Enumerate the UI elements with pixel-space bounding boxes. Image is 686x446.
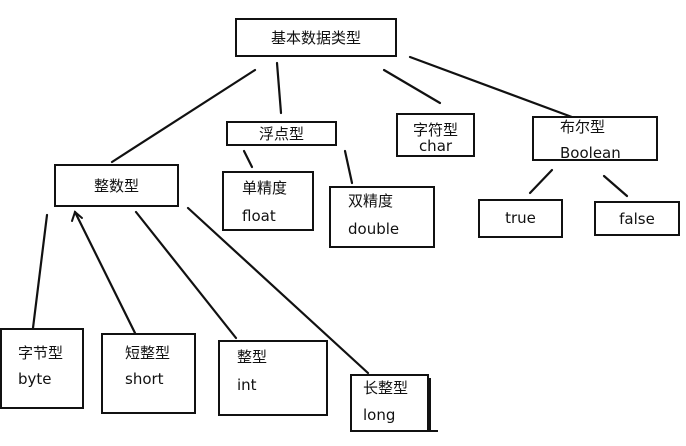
boolean-en: Boolean bbox=[560, 144, 621, 162]
long-zh: 长整型 bbox=[363, 379, 409, 397]
boolean-node: 布尔型 Boolean bbox=[532, 116, 658, 162]
edge-boolean-false bbox=[602, 174, 629, 198]
integer-label: 整数型 bbox=[93, 177, 139, 195]
integer-node: 整数型 bbox=[54, 164, 179, 207]
byte-en: byte bbox=[18, 370, 52, 388]
floating-node: 浮点型 bbox=[226, 121, 337, 146]
short-node: 短整型 short bbox=[101, 333, 196, 414]
edge-integer-long bbox=[186, 206, 370, 375]
short-en: short bbox=[125, 370, 164, 388]
boolean-zh: 布尔型 bbox=[560, 118, 606, 136]
arrow-head-icon bbox=[71, 210, 83, 222]
edge-integer-int bbox=[134, 210, 238, 340]
edge-root-boolean bbox=[408, 55, 582, 122]
character-node: 字符型 char bbox=[396, 113, 475, 157]
edge-floating-double bbox=[343, 149, 354, 185]
float-zh: 单精度 bbox=[242, 179, 288, 197]
edge-floating-float bbox=[242, 149, 254, 169]
root-node: 基本数据类型 bbox=[235, 18, 397, 57]
byte-node: 字节型 byte bbox=[0, 328, 84, 409]
float-node: 单精度 float bbox=[222, 171, 314, 231]
true-label: true bbox=[505, 209, 536, 227]
false-label: false bbox=[619, 210, 655, 228]
edge-root-integer bbox=[110, 68, 257, 164]
int-en: int bbox=[237, 376, 257, 394]
byte-zh: 字节型 bbox=[18, 344, 64, 362]
true-node: true bbox=[478, 199, 563, 238]
edge-integer-byte bbox=[31, 213, 49, 330]
double-node: 双精度 double bbox=[329, 186, 435, 248]
character-en: char bbox=[418, 137, 453, 155]
edge-root-floating bbox=[275, 61, 283, 115]
root-label: 基本数据类型 bbox=[270, 29, 361, 47]
floating-label: 浮点型 bbox=[258, 125, 304, 143]
false-node: false bbox=[594, 201, 680, 236]
float-en: float bbox=[242, 207, 276, 225]
short-zh: 短整型 bbox=[125, 344, 171, 362]
double-zh: 双精度 bbox=[348, 192, 394, 210]
int-node: 整型 int bbox=[218, 340, 328, 416]
character-zh: 字符型 bbox=[412, 121, 458, 139]
edge-boolean-true bbox=[528, 168, 554, 195]
edge-integer-short bbox=[73, 210, 137, 335]
long-en: long bbox=[363, 406, 396, 424]
edge-root-character bbox=[382, 68, 442, 105]
double-en: double bbox=[348, 220, 400, 238]
int-zh: 整型 bbox=[237, 348, 268, 366]
